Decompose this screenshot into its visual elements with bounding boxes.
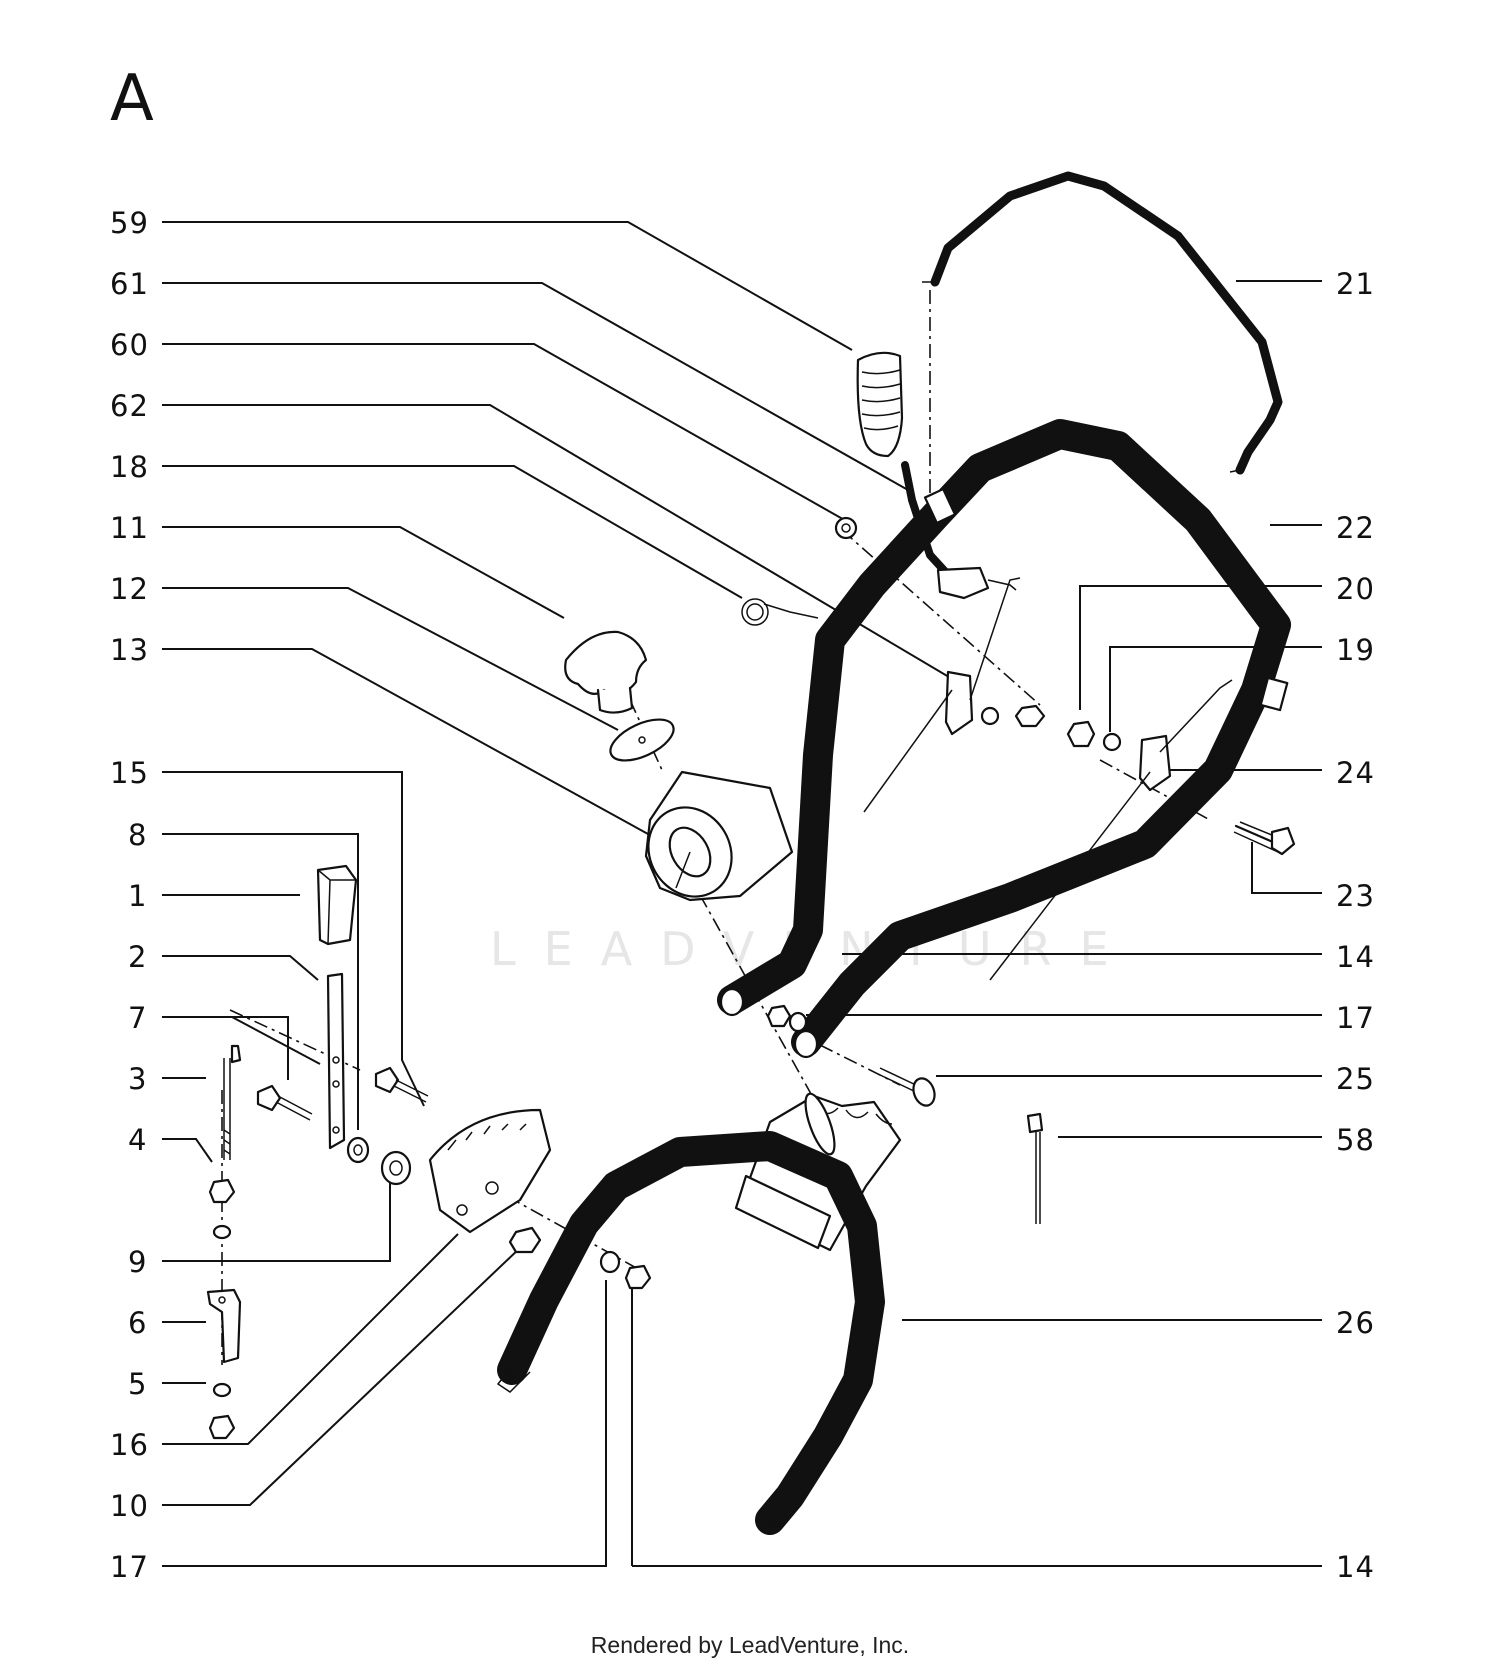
bolt-7 xyxy=(256,1084,313,1121)
leader-lines xyxy=(162,221,1322,1567)
bolt-15 xyxy=(374,1066,429,1103)
lockwasher-5 xyxy=(212,1382,232,1398)
callout-26: 26 xyxy=(1336,1306,1375,1340)
callout-23: 23 xyxy=(1336,879,1375,913)
washer-12 xyxy=(609,718,675,762)
callout-10: 10 xyxy=(110,1489,149,1523)
callout-14-upper: 14 xyxy=(1336,940,1375,974)
cable-spring xyxy=(741,598,819,626)
callout-60: 60 xyxy=(110,328,149,362)
cable-bracket-left xyxy=(863,577,1046,813)
callout-1: 1 xyxy=(128,879,147,913)
shift-lever xyxy=(901,461,1017,600)
hex-nut-4 xyxy=(208,1178,236,1204)
cable-bracket-right xyxy=(989,679,1233,981)
section-letter: A xyxy=(110,62,154,136)
callout-22: 22 xyxy=(1336,511,1375,545)
callout-17-left: 17 xyxy=(110,1550,149,1584)
bolt-23 xyxy=(1233,821,1296,856)
callout-18: 18 xyxy=(110,450,149,484)
nut-14-mid xyxy=(766,1004,792,1028)
callout-16: 16 xyxy=(110,1428,149,1462)
callout-24: 24 xyxy=(1336,756,1375,790)
callout-13: 13 xyxy=(110,633,149,667)
hex-nut-5 xyxy=(208,1414,236,1440)
callout-61: 61 xyxy=(110,267,149,301)
callout-62: 62 xyxy=(110,389,149,423)
callout-25: 25 xyxy=(1336,1062,1375,1096)
callout-5: 5 xyxy=(128,1367,147,1401)
star-knob xyxy=(564,630,648,714)
shift-grip xyxy=(316,864,358,946)
washer-17-bottom xyxy=(599,1250,621,1274)
callout-15: 15 xyxy=(110,756,149,790)
threaded-rod xyxy=(223,1044,242,1160)
flange-nut-60 xyxy=(834,516,858,540)
cable-tie-58 xyxy=(1026,1112,1044,1224)
lower-handle xyxy=(496,1131,885,1536)
shift-knob xyxy=(856,351,904,458)
washer-17-mid xyxy=(788,1011,808,1033)
shift-plate xyxy=(428,1108,552,1234)
carriage-bolt-25 xyxy=(877,1067,936,1107)
spacer-9 xyxy=(380,1150,412,1186)
callout-19: 19 xyxy=(1336,633,1375,667)
callout-8: 8 xyxy=(128,818,147,852)
upper-handle xyxy=(717,419,1291,1059)
locknut-10 xyxy=(508,1226,542,1254)
callout-6: 6 xyxy=(128,1306,147,1340)
lockwasher-4 xyxy=(212,1224,232,1240)
callout-2: 2 xyxy=(128,940,147,974)
index-bracket xyxy=(644,770,794,902)
bracket-6 xyxy=(206,1288,242,1364)
callout-7: 7 xyxy=(128,1001,147,1035)
callout-17-right: 17 xyxy=(1336,1001,1375,1035)
callout-9: 9 xyxy=(128,1245,147,1279)
callout-11: 11 xyxy=(110,511,149,545)
callout-58: 58 xyxy=(1336,1123,1375,1157)
shift-rod xyxy=(326,972,346,1150)
callout-14-lower: 14 xyxy=(1336,1550,1375,1584)
footer-credit: Rendered by LeadVenture, Inc. xyxy=(590,1632,910,1658)
washer-8 xyxy=(346,1136,370,1164)
callout-4: 4 xyxy=(128,1123,147,1157)
callout-20: 20 xyxy=(1336,572,1375,606)
callout-21: 21 xyxy=(1336,267,1375,301)
callout-3: 3 xyxy=(128,1062,147,1096)
callout-59: 59 xyxy=(110,206,149,240)
callout-12: 12 xyxy=(110,572,149,606)
control-bail xyxy=(922,171,1283,475)
nut-14-bottom xyxy=(624,1264,652,1290)
